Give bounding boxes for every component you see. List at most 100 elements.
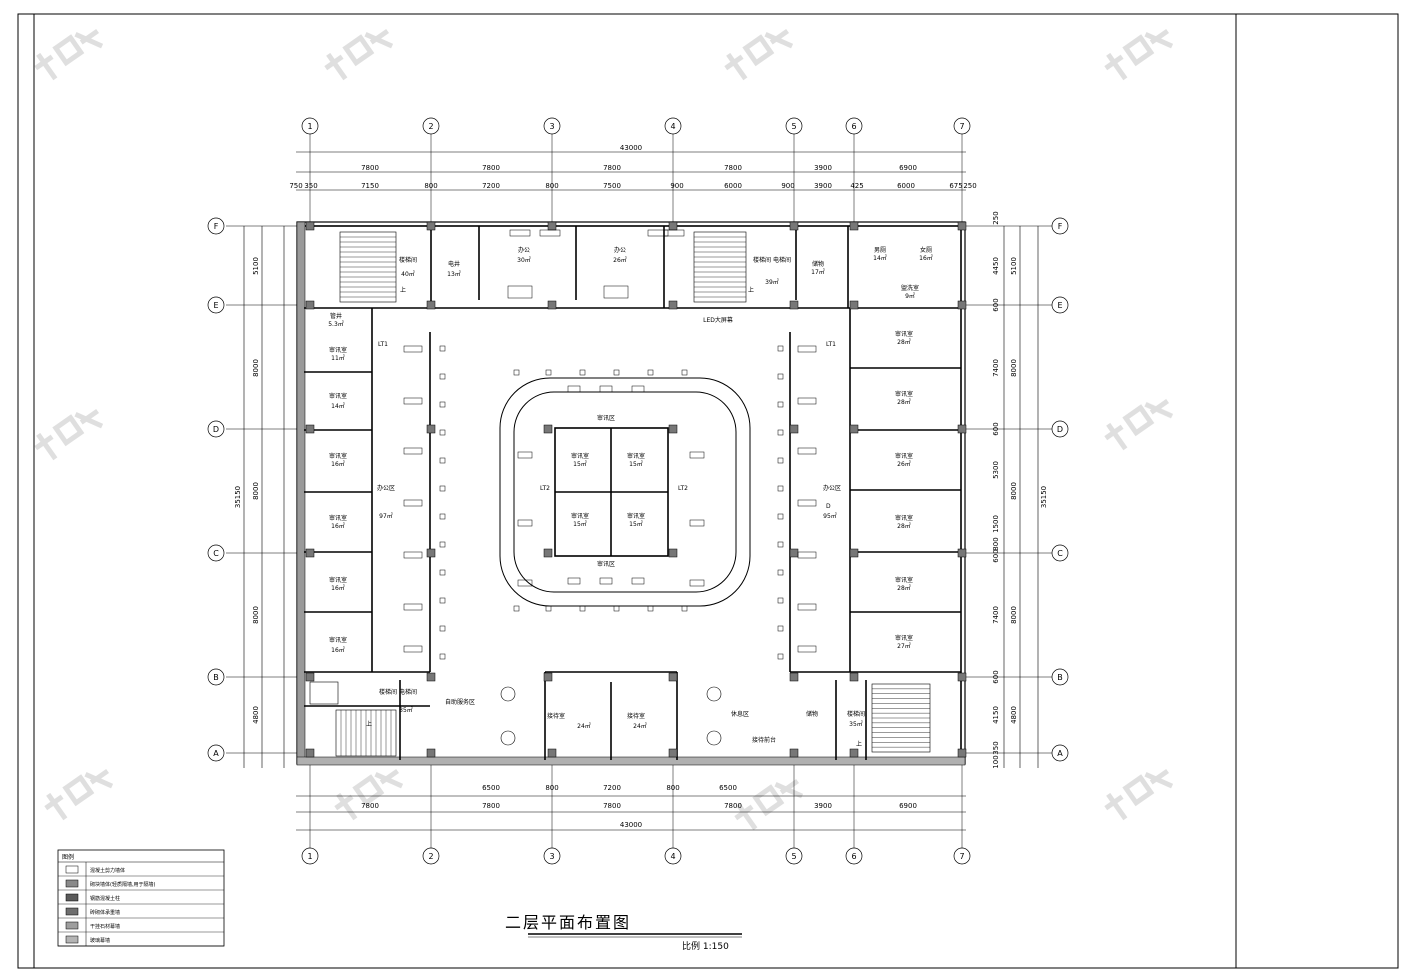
desk (797, 397, 817, 405)
desk (513, 369, 520, 376)
room-office-s1-name: 接待室 (547, 712, 565, 720)
dim-left-bay: 8000 (252, 482, 260, 500)
desk (777, 653, 784, 660)
column-mark (789, 548, 799, 558)
axis-column-label: 6 (851, 122, 856, 131)
legend-swatch (65, 865, 79, 874)
axis-column-label: 1 (307, 852, 312, 861)
column-mark (305, 672, 315, 682)
dim-top-bays: 7800 7800 7800 7800 3900 6900 (361, 164, 917, 172)
west-room-name: 审讯室 (329, 452, 347, 460)
lounge-w-label: 自助服务区 (445, 698, 475, 706)
dim-left-bay: 8000 (252, 359, 260, 377)
lounge-e-label: 休息区 (731, 710, 749, 718)
watermark-logo-icon (34, 28, 104, 81)
dim-top-detail-item: 900 (670, 182, 683, 190)
drawing-title: 二层平面布置图 (505, 913, 631, 932)
desk (439, 457, 446, 464)
desk-furniture (403, 229, 817, 660)
column-mark (426, 221, 436, 231)
legend-item-label: 砖砌体承重墙 (90, 909, 120, 916)
desk (439, 653, 446, 660)
dim-left-bay: 8000 (252, 606, 260, 624)
column-mark (305, 300, 315, 310)
desk (777, 345, 784, 352)
dim-right-detail-item: 5300 (992, 461, 1000, 479)
desk (439, 373, 446, 380)
west-room-area: 16㎡ (331, 646, 345, 654)
east-room-area: 28㎡ (897, 522, 911, 530)
dim-right-bay: 8000 (1010, 606, 1018, 624)
watermark-logo-icon (334, 768, 404, 821)
round-table-icon (500, 686, 516, 702)
room-storage-n-name: 储物 (812, 260, 824, 268)
desk (439, 569, 446, 576)
lift-mark: LT2 (678, 485, 688, 492)
legend-item-label: 钢筋混凝土柱 (90, 895, 120, 902)
axis-bubble (301, 847, 319, 865)
desk (777, 401, 784, 408)
column-mark (547, 300, 557, 310)
east-room-area: 28㎡ (897, 338, 911, 346)
room-toilet-f-area: 16㎡ (919, 254, 933, 262)
desk (507, 285, 533, 299)
dim-top-detail-item: 6000 (724, 182, 742, 190)
east-room-name: 审讯室 (895, 514, 913, 522)
axis-column-label: 7 (959, 852, 964, 861)
axis-bubble (207, 296, 225, 314)
axis-bubble (1051, 544, 1069, 562)
legend-item-label: 混凝土剪力墙体 (90, 867, 125, 874)
room-toilet-m-name: 男厕 (874, 247, 886, 254)
west-room-name: 审讯室 (329, 392, 347, 400)
desk (579, 369, 586, 376)
legend-item-label: 干挂石材幕墙 (90, 923, 120, 930)
desk (681, 605, 688, 612)
stair-up-mark: 上 (400, 286, 406, 294)
desk (567, 577, 581, 585)
dim-left-bay: 5100 (252, 257, 260, 275)
desk (513, 605, 520, 612)
desk (403, 603, 423, 611)
axis-column-label: 3 (549, 122, 554, 131)
dim-top-bay: 3900 (814, 164, 832, 172)
column-mark (957, 221, 967, 231)
desk (545, 605, 552, 612)
axis-column-label: 6 (851, 852, 856, 861)
desk (613, 605, 620, 612)
desk (797, 499, 817, 507)
column-mark (305, 221, 315, 231)
stair-up-mark: 上 (748, 286, 754, 294)
column-mark (543, 548, 553, 558)
axis-row-label: A (213, 749, 219, 758)
dim-top-detail-item: 250 (963, 182, 976, 190)
dim-bottom-detail: 6500 800 7200 800 6500 (482, 784, 737, 792)
room-elec-area: 13㎡ (447, 270, 461, 278)
axis-bubble (422, 847, 440, 865)
axis-column-label: 3 (549, 852, 554, 861)
lift-mark: LT2 (540, 485, 550, 492)
axis-row-label: F (214, 222, 219, 231)
room-office-n2-name: 办公 (614, 246, 626, 254)
room-stair-se-area: 35㎡ (849, 720, 863, 728)
dim-top-detail-item: 6000 (897, 182, 915, 190)
legend-swatch (65, 907, 79, 916)
storage-s-label: 储物 (806, 710, 818, 718)
east-room-name: 审讯室 (895, 452, 913, 460)
axis-row-label: F (1058, 222, 1063, 231)
dim-top-detail-item: 900 (781, 182, 794, 190)
west-room-area: 11㎡ (331, 354, 345, 362)
west-room-name: 审讯室 (329, 346, 347, 354)
east-room-area: 26㎡ (897, 460, 911, 468)
axis-column-label: 5 (791, 852, 796, 861)
desk (797, 447, 817, 455)
lift-mark: LT1 (378, 341, 388, 348)
desk (777, 373, 784, 380)
west-room-name: 审讯室 (329, 576, 347, 584)
room-stair-ne-area: 39㎡ (765, 278, 779, 286)
dim-right-detail-item: 600 (992, 549, 1000, 562)
watermark-logo-icon (1104, 398, 1174, 451)
legend-swatch (65, 893, 79, 902)
dim-top-detail-item: 3900 (814, 182, 832, 190)
dim-right-detail-item: 600 (992, 670, 1000, 683)
room-labels: 楼梯间 40㎡ 电井 13㎡ 办公 30㎡ 办公 26㎡ 楼梯间 电梯间 39㎡… (328, 246, 933, 748)
